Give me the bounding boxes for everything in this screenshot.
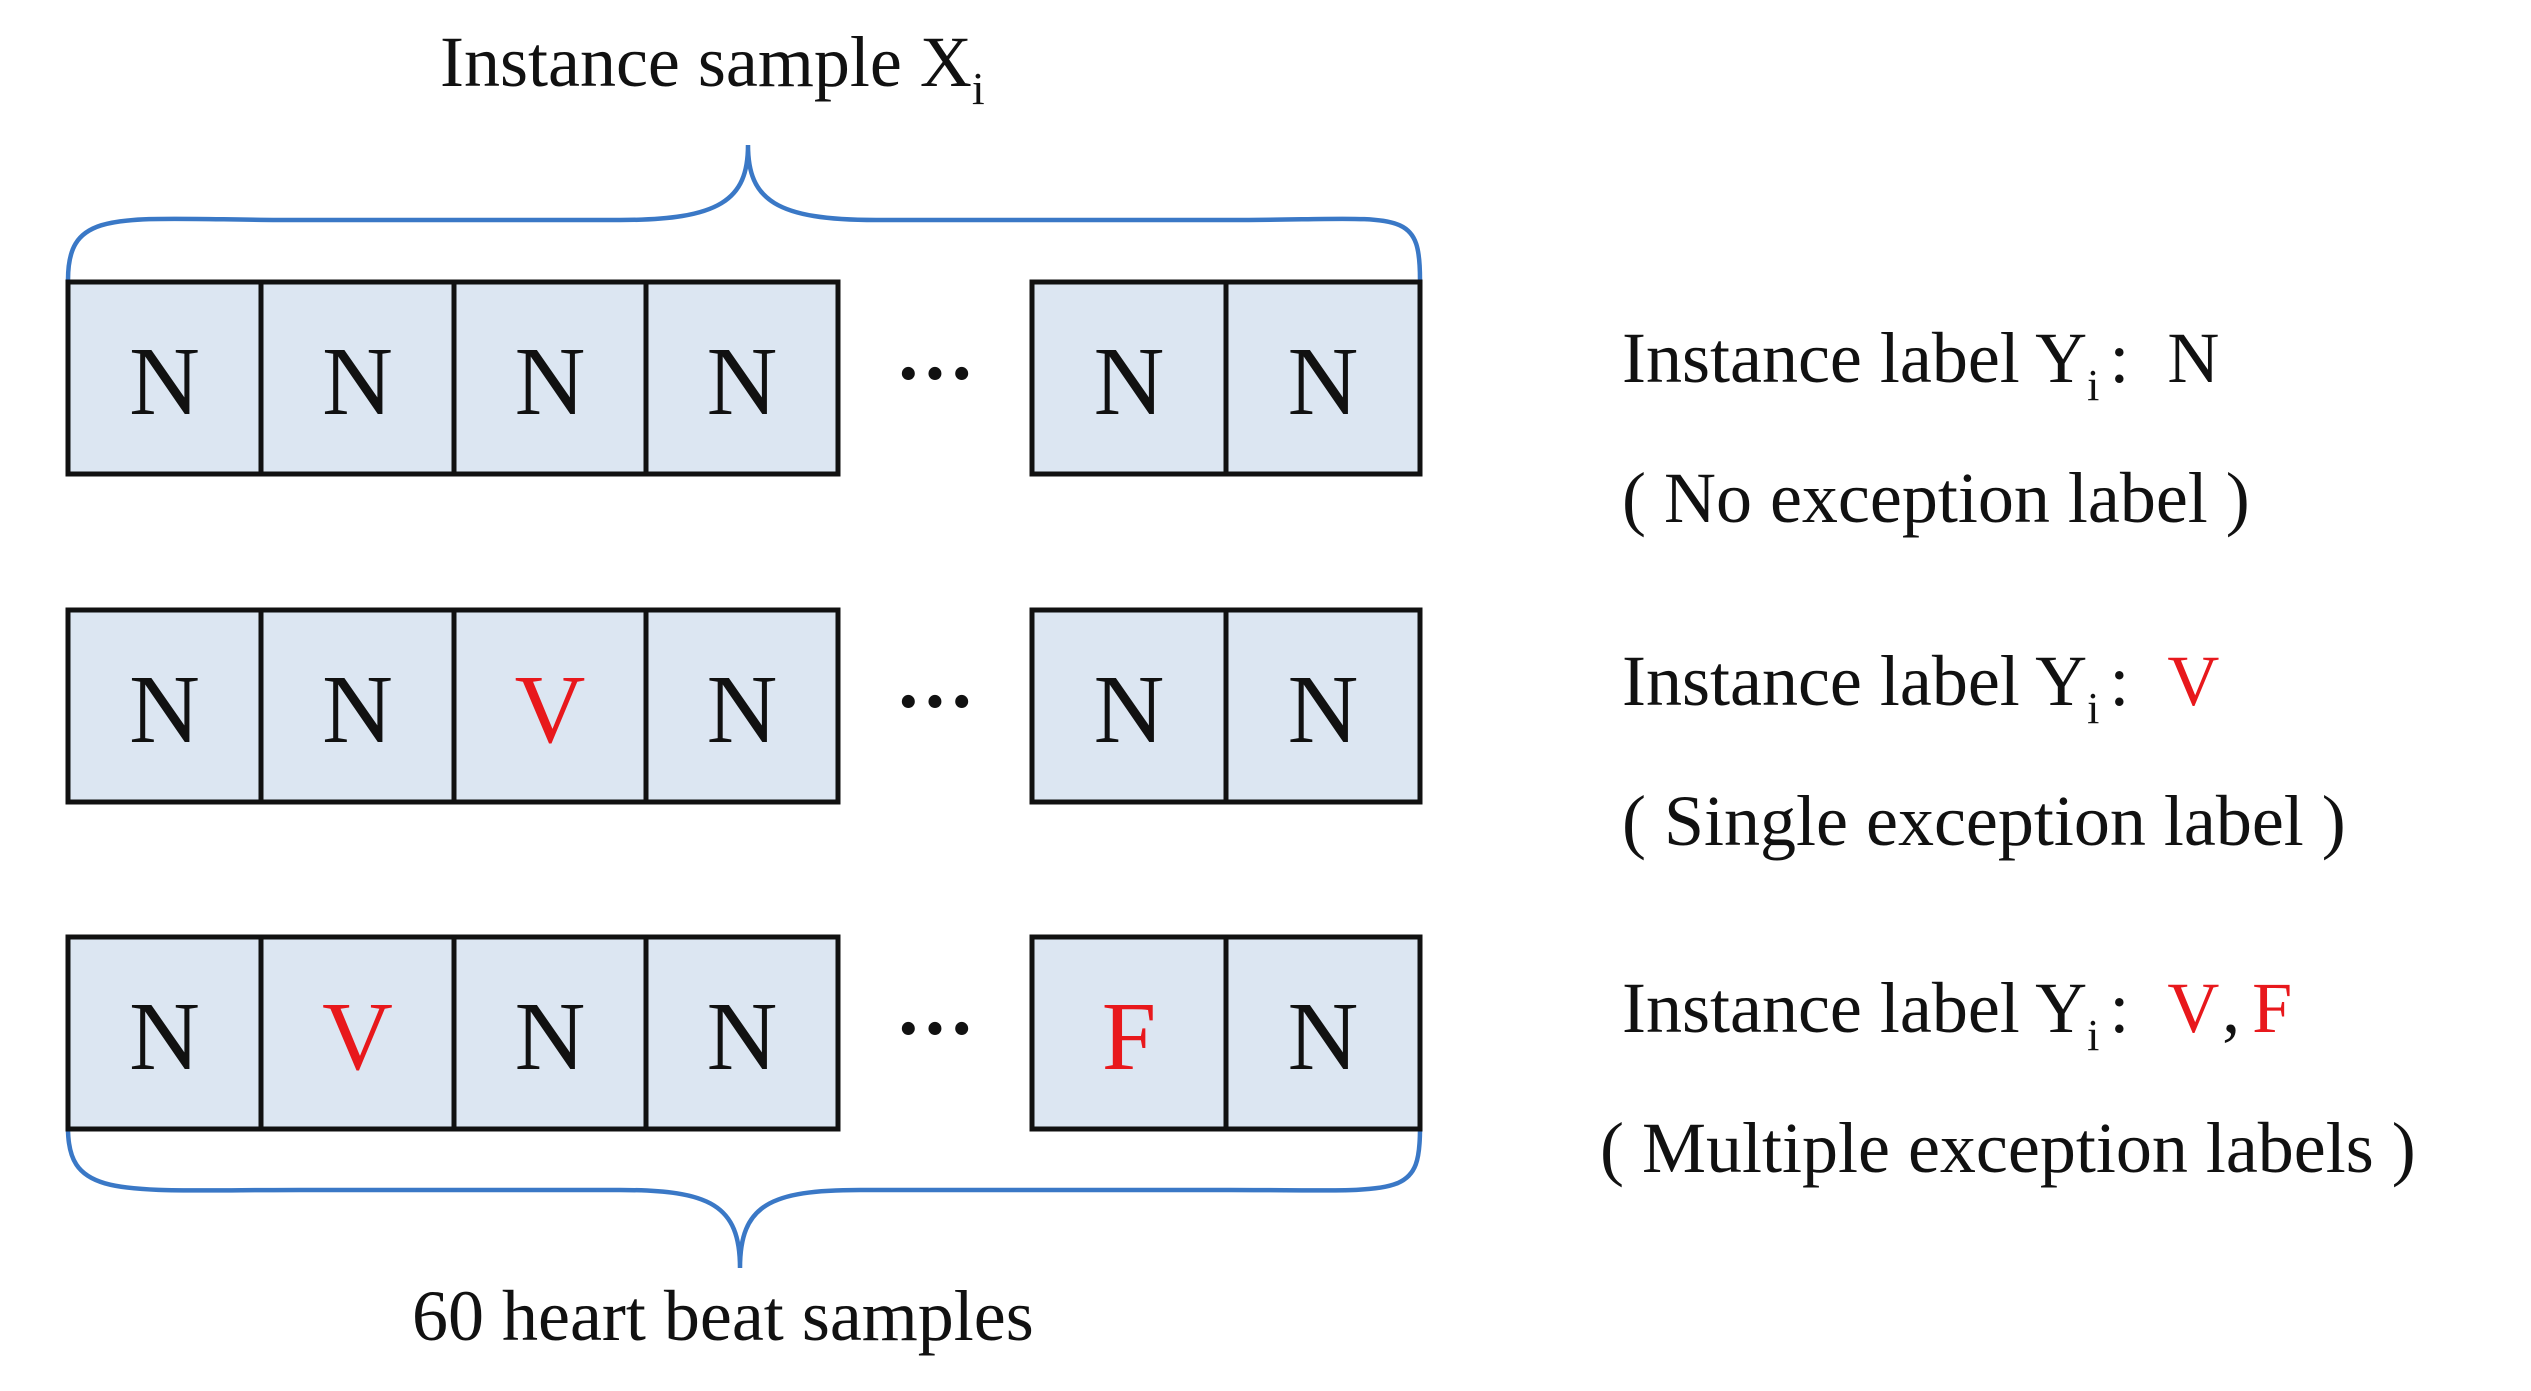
bottom-brace-label: 60 heart beat samples (412, 1276, 1034, 1356)
beat-cell (65, 279, 264, 477)
sample-row: N N V N N N ··· Instance label Yi: V ( Single exc… (65, 607, 2346, 861)
beat-cell (643, 279, 841, 477)
beat-cell (643, 934, 841, 1132)
sample-row: N N N N N N ··· Instance label Yi: N ( No excepti… (65, 279, 2250, 538)
exception-beat-label: F (1102, 983, 1157, 1091)
instance-label-subscript: i (2087, 1011, 2099, 1060)
instance-label-colon: : (2109, 968, 2129, 1048)
normal-beat-label: N (1288, 656, 1359, 764)
normal-beat-label: N (322, 328, 393, 436)
instance-label-value: F (2252, 968, 2292, 1048)
normal-beat-label: N (707, 328, 778, 436)
instance-label-prefix: Instance label Y (1622, 968, 2087, 1048)
instance-label-subscript: i (2087, 684, 2099, 733)
instance-label-description: ( Multiple exception labels ) (1600, 1108, 2416, 1188)
instance-label-value: V (2167, 968, 2219, 1048)
instance-label-value: V (2167, 641, 2219, 721)
instance-label: Instance label Yi: V,F (1622, 968, 2292, 1060)
ellipsis: ··· (895, 985, 975, 1073)
normal-beat-label: N (1094, 328, 1165, 436)
beat-cell (643, 607, 841, 805)
instance-label-description: ( Single exception label ) (1622, 781, 2346, 861)
beat-cell (258, 607, 457, 805)
instance-label-description: ( No exception label ) (1622, 458, 2250, 538)
normal-beat-label: N (1094, 656, 1165, 764)
normal-beat-label: N (515, 983, 586, 1091)
exception-beat-label: V (322, 983, 393, 1091)
normal-beat-label: N (1288, 983, 1359, 1091)
normal-beat-label: N (707, 983, 778, 1091)
top-brace (65, 144, 1423, 281)
exception-beat-label: V (515, 656, 586, 764)
beat-cell (258, 279, 457, 477)
beat-cell (1029, 279, 1229, 477)
beat-cell (1029, 934, 1229, 1132)
instance-label-colon: : (2109, 318, 2129, 398)
instance-label: Instance label Yi: V (1622, 641, 2219, 733)
beat-cell (451, 279, 649, 477)
normal-beat-label: N (322, 656, 393, 764)
ellipsis: ··· (895, 658, 975, 746)
instance-label-subscript: i (2087, 361, 2099, 410)
beat-cell (65, 607, 264, 805)
beat-cell (1223, 279, 1423, 477)
normal-beat-label: N (129, 656, 200, 764)
beat-cell (1223, 607, 1423, 805)
beat-cell (1223, 934, 1423, 1132)
normal-beat-label: N (707, 656, 778, 764)
instance-label-prefix: Instance label Y (1622, 318, 2087, 398)
beat-cell (258, 934, 457, 1132)
instance-label-value: N (2167, 318, 2219, 398)
instance-label-value: , (2222, 968, 2240, 1048)
instance-label: Instance label Yi: N (1622, 318, 2219, 410)
normal-beat-label: N (1288, 328, 1359, 436)
instance-label-colon: : (2109, 641, 2129, 721)
beat-cell (65, 934, 264, 1132)
beat-cell (451, 607, 649, 805)
normal-beat-label: N (129, 983, 200, 1091)
top-brace-label: Instance sample Xi (440, 22, 985, 114)
bottom-brace (65, 1127, 1423, 1269)
ellipsis: ··· (895, 330, 975, 418)
instance-label-prefix: Instance label Y (1622, 641, 2087, 721)
normal-beat-label: N (129, 328, 200, 436)
normal-beat-label: N (515, 328, 586, 436)
